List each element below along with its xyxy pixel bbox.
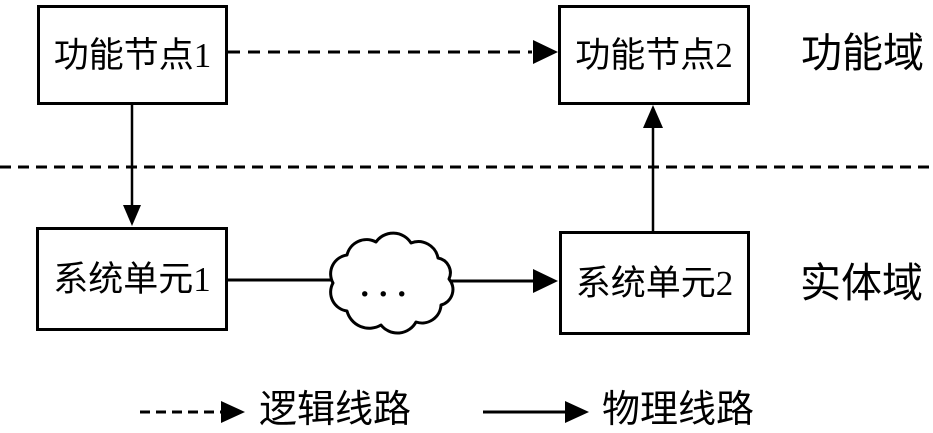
function-domain-label: 功能域 [801, 30, 924, 76]
node-function-2: 功能节点2 [558, 5, 750, 105]
mapping-arrow-up [643, 105, 663, 231]
node-function-1: 功能节点1 [37, 5, 228, 105]
network-cloud-icon [329, 231, 455, 335]
arrowhead-right-icon [565, 401, 589, 423]
arrowhead-right-icon [221, 401, 245, 423]
legend-label-logical-link: 逻辑线路 [259, 389, 412, 431]
physical-link [228, 231, 558, 335]
arrowhead-right-icon [533, 40, 558, 64]
mapping-arrow-down [123, 105, 141, 226]
node-system-unit-1: 系统单元1 [36, 227, 228, 331]
cloud-ellipsis-label: ... [359, 255, 415, 306]
logical-link-arrow [228, 40, 558, 64]
legend-solid-arrow-icon [483, 401, 589, 423]
arrowhead-up-icon [643, 105, 663, 128]
arrowhead-right-icon [533, 269, 558, 293]
arrowhead-down-icon [123, 205, 141, 226]
node-system-unit-2: 系统单元2 [559, 231, 750, 335]
entity-domain-label: 实体域 [800, 260, 923, 306]
legend-label-physical-link: 物理线路 [602, 389, 755, 431]
legend-dashed-arrow-icon [140, 401, 245, 423]
